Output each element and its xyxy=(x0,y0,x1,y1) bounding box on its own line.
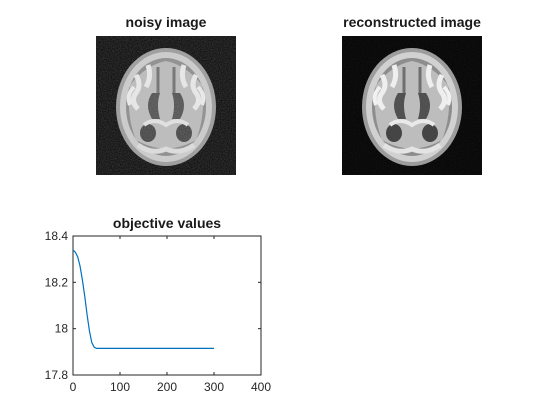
reconstructed-image-title: reconstructed image xyxy=(343,14,481,30)
plot-area xyxy=(72,235,262,376)
x-tick-label: 300 xyxy=(204,380,224,394)
noisy-image-title: noisy image xyxy=(125,14,207,30)
x-tick-label: 0 xyxy=(70,380,77,394)
y-tick-label: 18 xyxy=(55,322,69,336)
chart-title: objective values xyxy=(113,215,221,231)
y-tick-label: 18.2 xyxy=(45,275,69,289)
y-tick-label: 17.8 xyxy=(45,368,69,382)
noisy-image xyxy=(96,36,236,175)
reconstructed-brain-mri xyxy=(342,36,482,175)
noisy-brain-mri xyxy=(96,36,236,175)
x-tick-label: 400 xyxy=(251,380,271,394)
y-tick-label: 18.4 xyxy=(45,229,69,243)
x-tick-label: 100 xyxy=(110,380,130,394)
objective-series-line xyxy=(72,249,214,349)
reconstructed-image xyxy=(342,36,482,175)
x-tick-label: 200 xyxy=(157,380,177,394)
